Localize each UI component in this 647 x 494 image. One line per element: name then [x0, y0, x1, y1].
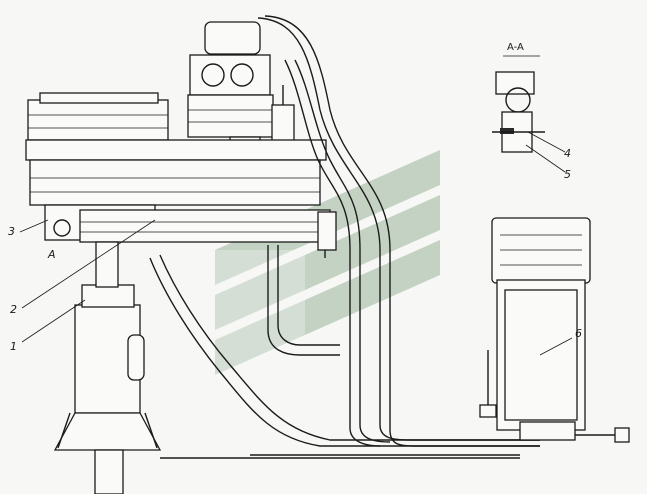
- callout-3: 3: [8, 225, 15, 238]
- hydraulic-tank: [479, 217, 630, 443]
- callout-1: 1: [10, 340, 17, 353]
- section-a-a-detail: [492, 55, 566, 173]
- callout-2: 2: [10, 303, 17, 316]
- support-pedestal: [53, 241, 162, 494]
- callout-6: 6: [575, 327, 582, 340]
- section-label: A-A: [507, 42, 524, 53]
- callout-4: 4: [564, 147, 571, 160]
- view-marker-a: A: [47, 248, 56, 261]
- hydraulic-boom: [79, 209, 337, 258]
- watermark-logo-icon: [215, 150, 440, 375]
- callout-leaders: [19, 219, 573, 356]
- hydraulic-hoses: [149, 15, 540, 459]
- callout-5: 5: [564, 168, 571, 181]
